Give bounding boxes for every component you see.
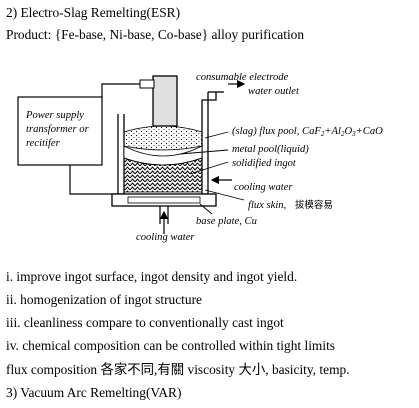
metal-pool-leader <box>179 149 229 155</box>
consumable-electrode <box>152 75 178 127</box>
electrode-wire <box>101 83 140 98</box>
mold-right-wall <box>201 92 217 195</box>
slag-sub-2b: 2 <box>340 130 345 138</box>
slag-cao: +CaO <box>355 126 383 137</box>
flux-skin-leader <box>204 189 245 201</box>
label-cooling-water-bottom: cooling water <box>136 232 195 243</box>
slag-sub-2: 2 <box>320 130 325 138</box>
base-plate-channel <box>127 196 201 204</box>
slag-al: +Al <box>324 126 341 137</box>
flux-composition-line: flux composition 各家不同,有關 viscosity 大小, b… <box>6 362 350 377</box>
esr-schematic <box>17 75 246 234</box>
label-power-supply-3: recitifer <box>26 138 60 149</box>
flux-skin-text: flux skin, <box>248 200 287 211</box>
label-water-outlet: water outlet <box>248 86 299 97</box>
esr-diagram: consumable electrode water outlet Power … <box>0 62 419 252</box>
slag-pool <box>123 125 203 151</box>
label-power-supply-1: Power supply <box>26 110 84 121</box>
label-power-supply-2: transformer or <box>26 124 89 135</box>
label-slag-pool: (slag) flux pool, CaF2+Al2O3+CaO <box>232 126 383 140</box>
base-plate-leader <box>199 203 213 215</box>
slag-leader <box>204 131 229 139</box>
label-base-plate: base plate, Cu <box>196 216 257 227</box>
solidified-ingot <box>123 157 203 193</box>
base-wire <box>69 165 118 195</box>
flux-skin-cn: 拔模容易 <box>294 200 333 211</box>
slag-prefix: (slag) flux pool, CaF <box>232 126 321 137</box>
slag-sub-3: 3 <box>352 130 356 138</box>
ingot-leader <box>189 161 229 175</box>
point-4: iv. chemical composition can be controll… <box>6 338 335 353</box>
slag-o: O <box>344 126 353 137</box>
electrode-holder <box>139 79 155 89</box>
power-supply-box <box>17 96 103 166</box>
point-2: ii. homogenization of ingot structure <box>6 292 202 307</box>
section-esr-title: 2) Electro-Slag Remelting(ESR) <box>6 5 181 20</box>
label-solidified-ingot: solidified ingot <box>232 158 296 169</box>
label-cooling-water-right: cooling water <box>234 182 293 193</box>
label-consumable-electrode: consumable electrode <box>196 72 289 83</box>
section-var-title: 3) Vacuum Arc Remelting(VAR) <box>6 385 182 400</box>
label-metal-pool: metal pool(liquid) <box>232 144 309 155</box>
point-1: i. improve ingot surface, ingot density … <box>6 269 298 284</box>
point-3: iii. cleanliness compare to conventional… <box>6 315 284 330</box>
product-line: Product: {Fe-base, Ni-base, Co-base} all… <box>6 27 305 42</box>
label-flux-skin: flux skin, 拔模容易 <box>248 200 333 212</box>
mold-left-wall <box>117 114 125 195</box>
